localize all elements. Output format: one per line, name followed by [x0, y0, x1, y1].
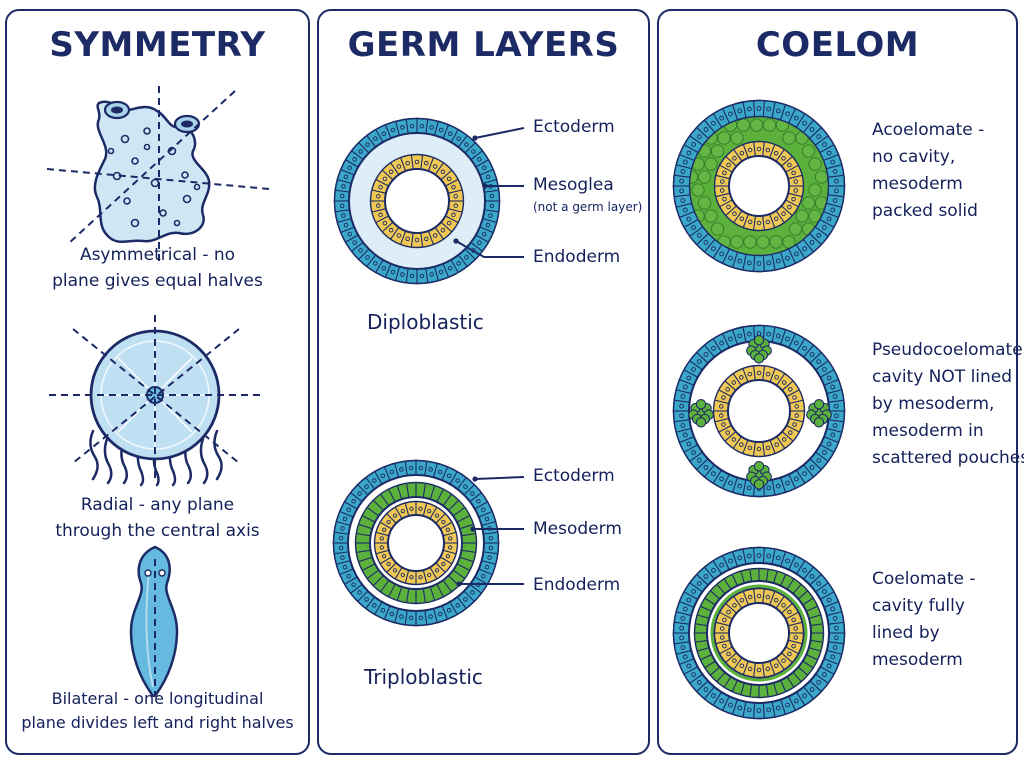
coelomate-line: cavity fully [872, 596, 965, 616]
asymmetrical-caption-line: plane gives equal halves [52, 271, 263, 291]
coelomate-line: lined by [872, 623, 940, 643]
diplo-mesoglea-note: (not a germ layer) [533, 200, 643, 214]
triplo-mesoderm-label: Mesoderm [533, 519, 622, 539]
symmetry-title: SYMMETRY [49, 25, 266, 65]
pseudocoelomate-line: scattered pouches [872, 448, 1024, 468]
pseudocoelomate-line: Pseudocoelomate - [872, 340, 1024, 360]
coelomate-line: mesoderm [872, 650, 963, 670]
triploblastic-name: Triploblastic [364, 665, 483, 689]
diploblastic-name: Diploblastic [367, 310, 484, 334]
radial-caption: Radial - any plane through the central a… [7, 492, 308, 544]
pseudocoelomate-diagram [672, 324, 846, 498]
germ-layers-title: GERM LAYERS [347, 25, 620, 65]
acoelomate-caption: Acoelomate - no cavity, mesoderm packed … [872, 117, 984, 225]
asymmetrical-caption-line: Asymmetrical - no [79, 245, 236, 265]
bilateral-flatworm-icon [129, 545, 179, 698]
asymmetrical-organism-icon [46, 86, 270, 261]
pseudocoelomate-caption: Pseudocoelomate - cavity NOT lined by me… [872, 337, 1024, 472]
bilateral-caption-line: plane divides left and right halves [21, 713, 294, 732]
pseudocoelomate-line: mesoderm in [872, 421, 984, 441]
acoelomate-line: no cavity, [872, 147, 956, 167]
diploblastic-diagram [333, 117, 525, 285]
bilateral-caption-line: Bilateral - one longitudinal [51, 689, 264, 708]
diplo-endoderm-label: Endoderm [533, 247, 621, 267]
germ-layer-diagrams [332, 117, 525, 627]
radial-caption-line: Radial - any plane [80, 495, 235, 515]
symmetry-illustrations [46, 86, 270, 698]
pseudocoelomate-line: by mesoderm, [872, 394, 995, 414]
asymmetrical-caption: Asymmetrical - no plane gives equal halv… [7, 242, 308, 294]
diplo-ectoderm-label: Ectoderm [533, 117, 615, 137]
triplo-ectoderm-label: Ectoderm [533, 466, 615, 486]
germ-layers-panel: GERM LAYERS Ectoderm Mesoglea (not a ger… [317, 9, 650, 755]
radial-caption-line: through the central axis [55, 521, 260, 541]
coelomate-diagram [672, 546, 846, 720]
acoelomate-line: Acoelomate - [872, 120, 985, 140]
acoelomate-line: mesoderm [872, 174, 963, 194]
coelomate-caption: Coelomate - cavity fully lined by mesode… [872, 566, 976, 674]
symmetry-panel: SYMMETRY [5, 9, 310, 755]
acoelomate-diagram [672, 99, 846, 273]
pseudocoelomate-line: cavity NOT lined [872, 367, 1013, 387]
diplo-mesoglea-label: Mesoglea [533, 175, 614, 195]
triploblastic-diagram [332, 459, 525, 627]
radial-jellyfish-icon [49, 315, 261, 487]
coelom-diagrams [672, 99, 846, 720]
coelom-title: COELOM [755, 25, 920, 65]
triplo-endoderm-label: Endoderm [533, 575, 621, 595]
coelom-panel: COELOM Acoelomate - no cavity, mesoderm … [657, 9, 1024, 755]
bilateral-caption: Bilateral - one longitudinal plane divid… [7, 687, 308, 735]
acoelomate-line: packed solid [872, 201, 978, 221]
coelomate-line: Coelomate - [872, 569, 976, 589]
